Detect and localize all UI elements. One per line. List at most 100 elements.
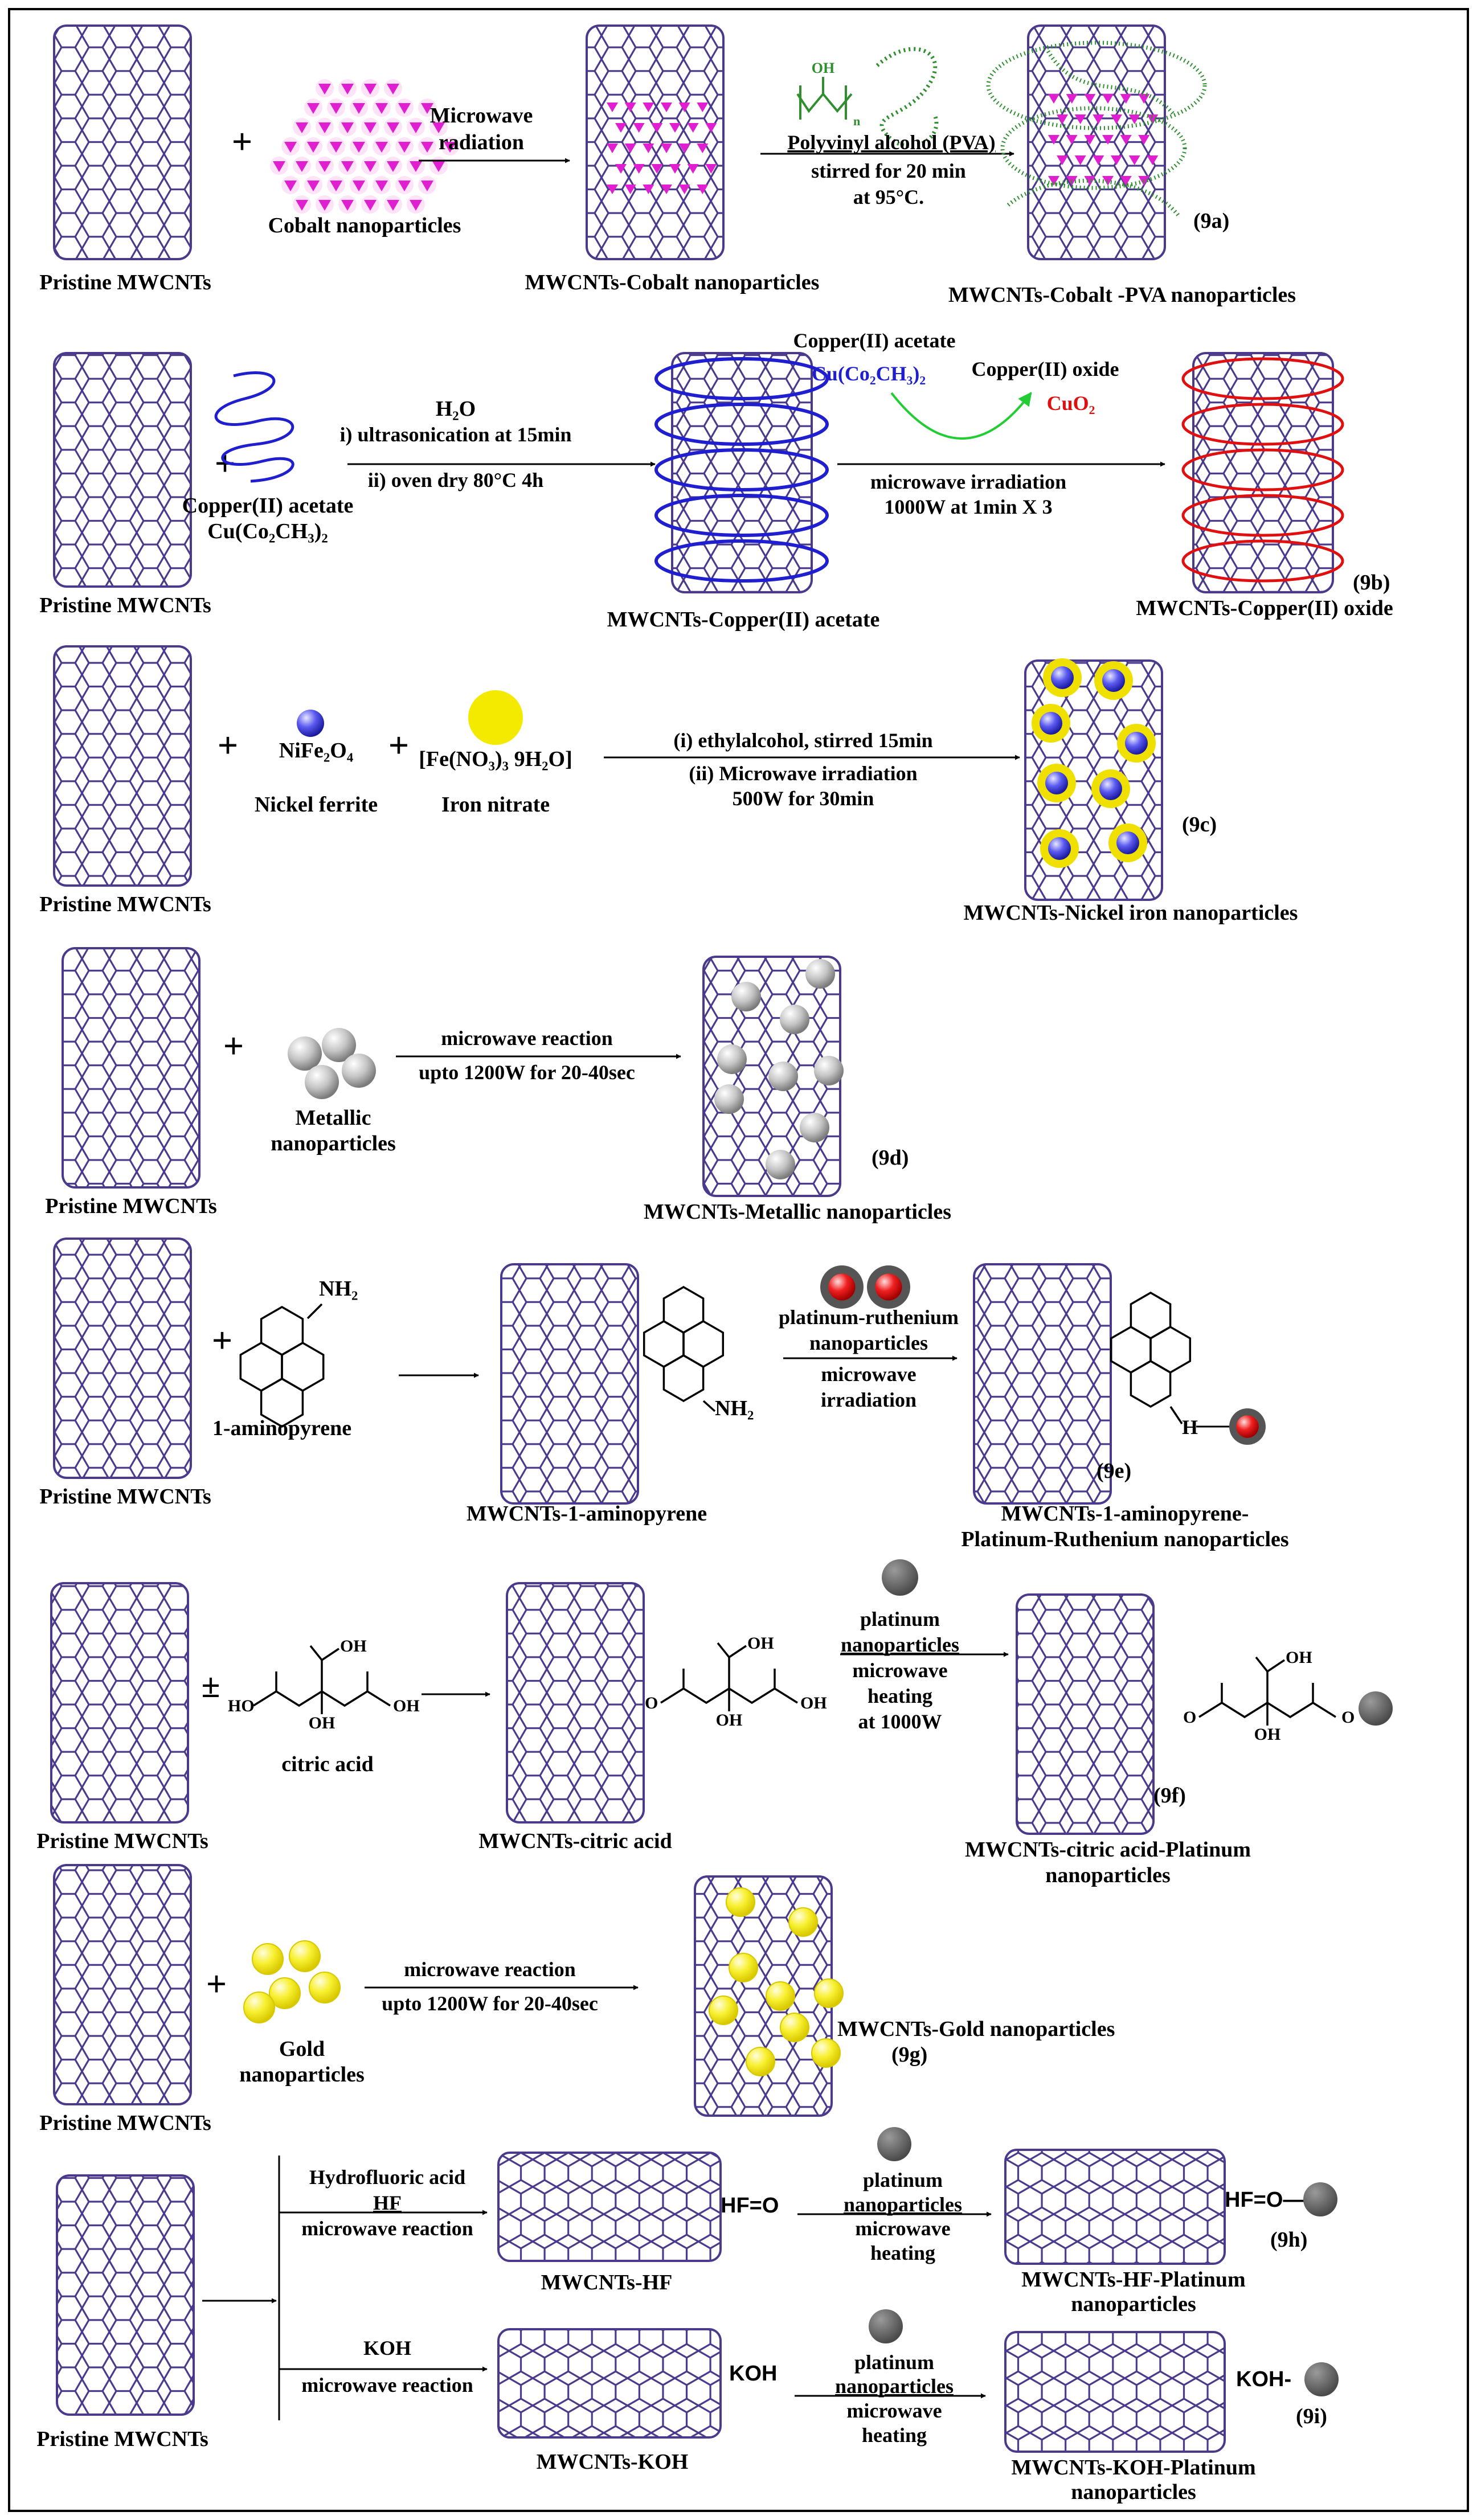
cobalt-nanoparticle [387, 200, 399, 211]
arc-end-name: Copper(II) oxide [972, 358, 1119, 380]
arrow-condition: microwave reaction [441, 1027, 613, 1050]
nickel-ferrite-icon [1116, 831, 1139, 854]
arrow-condition: microwave reaction [404, 1958, 576, 1981]
arrow-condition: microwave [821, 1363, 916, 1386]
reaction-tag: (9d) [872, 1146, 909, 1170]
arrow-condition: microwave [855, 2217, 950, 2240]
pristine-label: Pristine MWCNTs [39, 2111, 211, 2135]
arrow-condition: KOH [363, 2337, 411, 2359]
metallic-nanoparticle [731, 982, 761, 1011]
cobalt-nanoparticle [669, 164, 681, 174]
cobalt-nanoparticle [375, 103, 388, 114]
cobalt-nanoparticle [421, 103, 433, 114]
gold-nanoparticle [269, 1977, 301, 2009]
copper-acetate-coil-icon [214, 371, 294, 483]
reagent-label: nanoparticles [239, 2063, 365, 2087]
cobalt-nanoparticle [678, 144, 690, 153]
arrow-condition: heating [862, 2424, 927, 2447]
mwcnt-cobalt [586, 24, 725, 260]
cobalt-nanoparticle [633, 164, 645, 174]
gold-nanoparticle-cluster [243, 1940, 341, 2023]
platinum-nanoparticle-icon [882, 1559, 918, 1596]
cobalt-nanoparticle [1074, 114, 1086, 124]
pristine-mwcnt [53, 1864, 192, 2105]
reagent-formula: [Fe(NO₃)₃ 9H₂O] [419, 747, 572, 771]
cobalt-nanoparticle [651, 164, 663, 174]
cobalt-nanoparticle [687, 123, 699, 133]
pristine-label: Pristine MWCNTs [39, 892, 211, 916]
carboxyl-bond [1255, 1656, 1269, 1673]
cobalt-nanoparticle [421, 142, 433, 153]
pt-ru-nanoparticle-icon [1229, 1408, 1266, 1445]
nickel-ferrite-icon [1099, 777, 1122, 800]
cobalt-nanoparticle [375, 142, 388, 153]
arrow-condition: H₂O [436, 397, 476, 421]
cobalt-nanoparticle [1074, 155, 1086, 165]
arrow-condition: 500W for 30min [733, 787, 874, 810]
cobalt-nanoparticle [330, 181, 342, 191]
platinum-nanoparticle-icon [877, 2127, 911, 2161]
cobalt-nanoparticle [669, 123, 681, 133]
copper-oxide-wrap [1181, 357, 1344, 583]
reaction-9b: Pristine MWCNTs + Copper(II) acetate Cu(… [39, 329, 1393, 632]
cobalt-nanoparticle [387, 161, 399, 172]
cobalt-nanoparticle [307, 103, 320, 114]
oh-label: OH [1286, 1648, 1312, 1667]
cobalt-nanoparticle [643, 144, 654, 153]
plus-sign: + [218, 725, 238, 765]
cobalt-nanoparticle [1147, 155, 1159, 165]
gold-on-tube [709, 1887, 844, 2076]
oh-label: OH [747, 1634, 774, 1653]
cobalt-nanoparticle [341, 84, 354, 95]
ester-o-label: O [645, 1694, 658, 1712]
figure-border [8, 8, 1469, 2512]
cobalt-nanoparticle [387, 84, 399, 95]
arrow-condition: microwave reaction [301, 2374, 473, 2396]
reaction-tag: (9a) [1193, 209, 1229, 233]
arrow-condition: platinum [854, 2351, 934, 2374]
arrow-condition: nanoparticles [841, 1633, 959, 1656]
cobalt-nanoparticle [296, 122, 308, 133]
gold-nanoparticle [746, 2047, 775, 2076]
arrow-condition: at 95°C. [853, 186, 924, 208]
nh2-label: NH₂ [715, 1396, 754, 1420]
cobalt-nanoparticle [364, 84, 377, 95]
pristine-mwcnt [56, 2174, 195, 2416]
metallic-on-tube [714, 959, 844, 1179]
oh-label: OH [716, 1711, 743, 1730]
cobalt-nanoparticle [296, 200, 308, 211]
cobalt-nanoparticle [318, 161, 331, 172]
reagent-label: Nickel ferrite [255, 793, 378, 817]
reagent-formula: NiFe₂O₄ [279, 739, 354, 763]
reaction-9c: Pristine MWCNTs + NiFe₂O₄ Nickel ferrite… [39, 645, 1298, 925]
pyrene-ring [643, 1285, 725, 1403]
pyrene-ring [1110, 1291, 1192, 1408]
pt-ru-nanoparticle [875, 1273, 902, 1301]
reagent-label: Iron nitrate [441, 793, 550, 817]
cobalt-nanoparticle [341, 122, 354, 133]
metallic-nanoparticle [768, 1062, 798, 1091]
reaction-tag: (9i) [1296, 2404, 1327, 2428]
ester-o-label: O [1341, 1708, 1355, 1727]
pva-oh: OH [812, 60, 834, 76]
cobalt-nanoparticle [364, 122, 377, 133]
gold-nanoparticle [709, 1995, 738, 2025]
arrow-condition: microwave [852, 1659, 947, 1682]
arrow-condition: (i) ethylalcohol, stirred 15min [673, 729, 932, 752]
nh2-label: NH₂ [319, 1277, 358, 1301]
cobalt-nanoparticle [318, 122, 331, 133]
aminopyrene-structure [1110, 1291, 1192, 1424]
oh-label: OH [309, 1714, 336, 1732]
arrow-condition: platinum [860, 1608, 940, 1630]
ester-o-label: O [1183, 1708, 1196, 1727]
cobalt-nanoparticle [410, 122, 422, 133]
functional-group: HF=O [721, 2194, 779, 2218]
copper-acetate-wrap [654, 357, 829, 583]
pristine-label: Pristine MWCNTs [45, 1194, 217, 1218]
pristine-mwcnt [53, 1238, 192, 1479]
arrow-condition: 1000W at 1min X 3 [884, 495, 1052, 518]
pyrene-ring [281, 1341, 325, 1392]
product-label: MWCNTs-Metallic nanoparticles [644, 1200, 951, 1224]
